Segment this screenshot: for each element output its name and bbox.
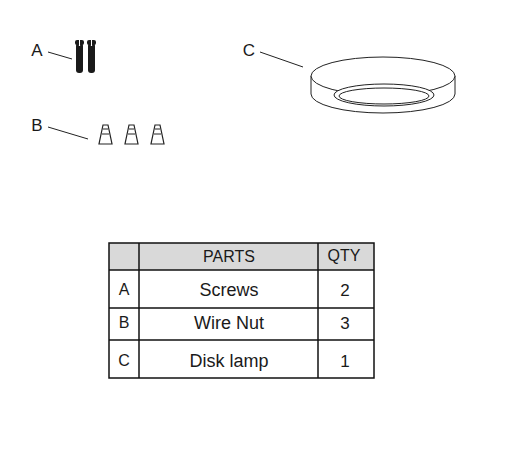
table-cell: 2 xyxy=(340,282,349,299)
screw-symbol xyxy=(75,40,96,73)
leader-line xyxy=(48,52,72,59)
table-cell: Screws xyxy=(199,281,258,299)
table-cell: Disk lamp xyxy=(189,352,268,370)
callout-letter: B xyxy=(31,117,42,134)
disk-lamp-symbol xyxy=(311,57,455,113)
parts-table xyxy=(109,243,374,378)
table-cell: A xyxy=(119,282,130,298)
table-cell: B xyxy=(119,315,130,331)
callout-letter: C xyxy=(243,42,255,59)
leader-line xyxy=(260,52,303,67)
leader-line xyxy=(48,127,88,139)
table-cell: C xyxy=(118,353,130,369)
wire-nut-symbol xyxy=(99,125,164,144)
table-cell: 1 xyxy=(340,353,349,370)
callout-letter: A xyxy=(31,42,42,59)
table-cell: 3 xyxy=(340,315,349,332)
table-header: QTY xyxy=(328,248,361,264)
table-header: PARTS xyxy=(203,249,255,265)
table-cell: Wire Nut xyxy=(194,314,264,332)
